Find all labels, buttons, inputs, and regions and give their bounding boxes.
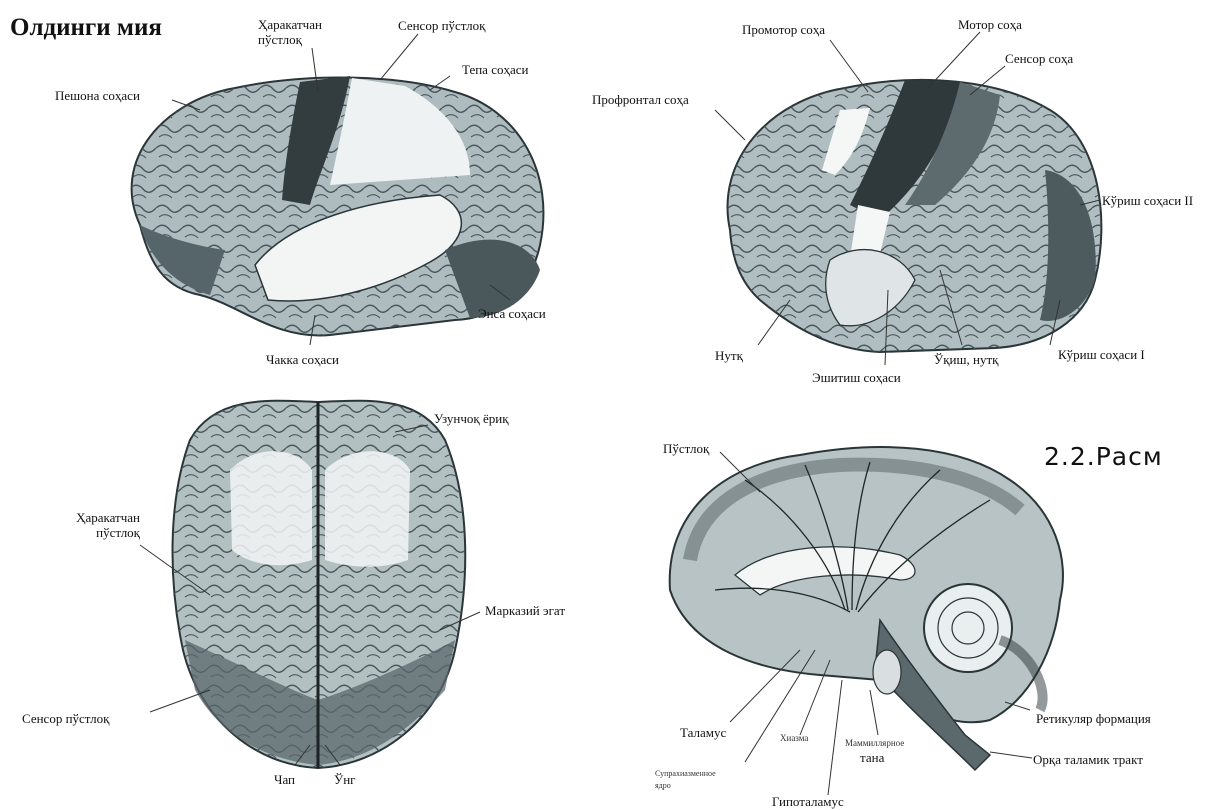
label-dorsal-thalamic-tract: Орқа таламик тракт xyxy=(1033,752,1143,767)
label-chiasm: Хиазма xyxy=(780,733,808,744)
midsagittal-brain xyxy=(670,447,1063,770)
lateral-brain-left xyxy=(132,76,544,335)
label-prefrontal: Профронтал соҳа xyxy=(592,92,689,107)
top-view-brain xyxy=(173,401,466,768)
label-visual-2: Кўриш соҳаси II xyxy=(1102,193,1193,208)
label-suprachiasmatic-1: Супрахиазменное xyxy=(655,769,716,779)
label-reading-speech: Ўқиш, нутқ xyxy=(934,352,998,367)
label-parietal-area: Тепа соҳаси xyxy=(462,62,528,77)
label-left: Чап xyxy=(274,772,295,787)
label-speech: Нутқ xyxy=(715,348,743,363)
label-cortex: Пўстлоқ xyxy=(663,441,709,456)
label-frontal-area: Пешона соҳаси xyxy=(55,88,140,103)
label-auditory: Эшитиш соҳаси xyxy=(812,370,901,385)
label-right: Ўнг xyxy=(334,772,356,787)
label-thalamus: Таламус xyxy=(680,725,726,740)
label-longitudinal-fissure: Узунчоқ ёриқ xyxy=(434,411,509,426)
label-motor-cortex-2: Ҳаракатчан пўстлоқ xyxy=(40,510,140,540)
label-sensory-cortex-2: Сенсор пўстлоқ xyxy=(22,711,109,726)
cerebellum xyxy=(924,584,1012,672)
label-hypothalamus: Гипоталамус xyxy=(772,794,844,809)
label-sensory: Сенсор соҳа xyxy=(1005,51,1073,66)
label-temporal-area: Чакка соҳаси xyxy=(266,352,339,367)
page-title: Олдинги мия xyxy=(10,14,162,42)
label-sensory-cortex-1: Сенсор пўстлоқ xyxy=(398,18,485,33)
label-suprachiasmatic-2: ядро xyxy=(655,781,671,791)
label-motor-cortex-1: Ҳаракатчан пўстлоқ xyxy=(258,17,363,47)
label-occipital-area: Энса соҳаси xyxy=(478,306,546,321)
lateral-brain-right xyxy=(728,80,1102,352)
figure-number: 2.2.Расм xyxy=(1044,442,1163,471)
label-premotor: Промотор соҳа xyxy=(742,22,825,37)
label-central-sulcus: Марказий эгат xyxy=(485,603,565,618)
label-visual-1: Кўриш соҳаси I xyxy=(1058,347,1145,362)
label-mammillary-2: тана xyxy=(860,750,884,765)
label-mammillary-1: Маммиллярное xyxy=(845,738,904,749)
label-motor: Мотор соҳа xyxy=(958,17,1022,32)
label-reticular-formation: Ретикуляр формация xyxy=(1036,711,1151,726)
